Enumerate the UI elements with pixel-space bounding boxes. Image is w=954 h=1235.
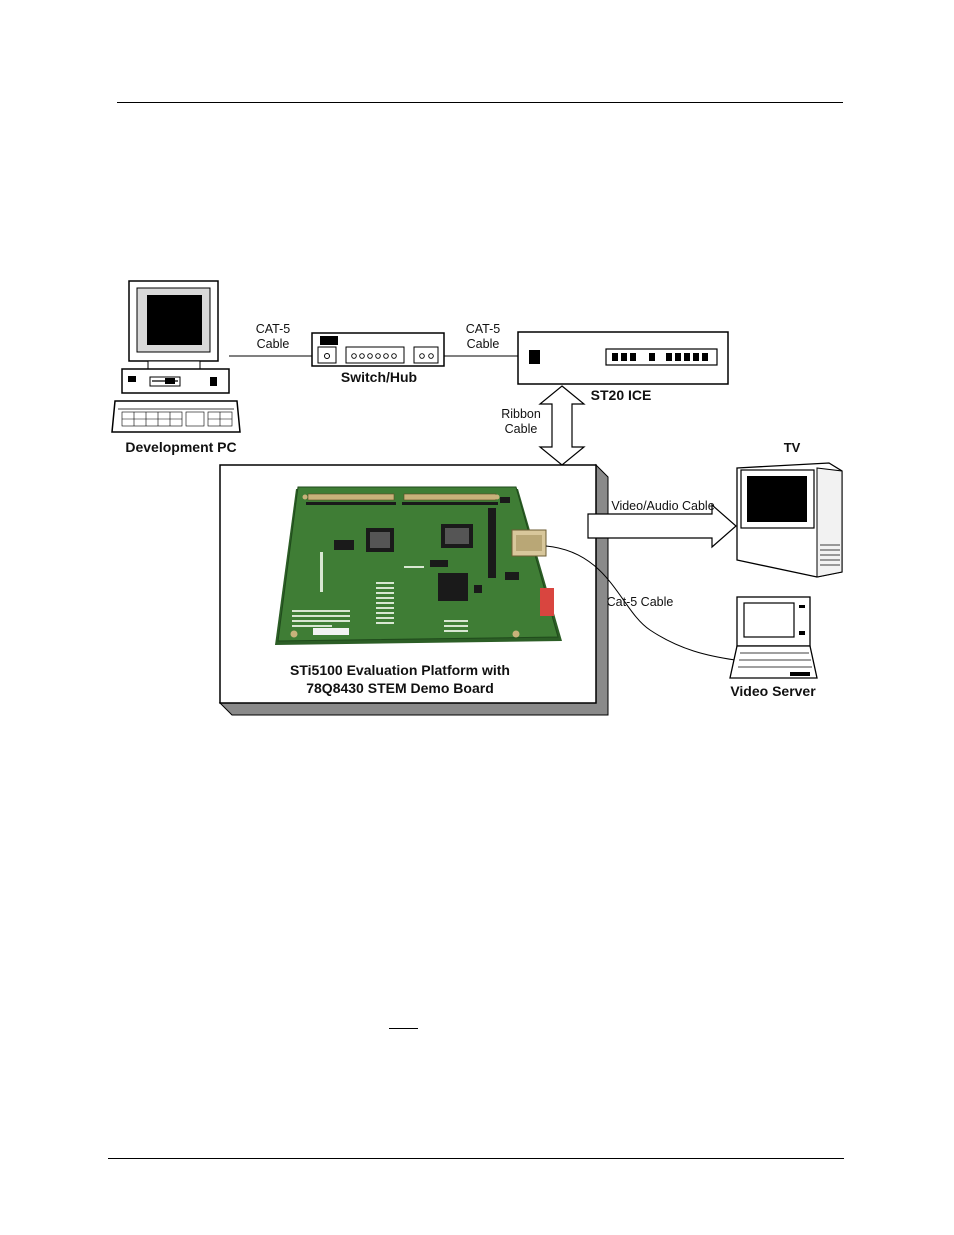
development-pc-label: Development PC <box>125 439 236 455</box>
video-server-laptop-icon <box>730 597 817 678</box>
video-server-label: Video Server <box>730 683 816 699</box>
cat5-cable-label-right-1: CAT-5 <box>466 322 501 336</box>
st20-ice-label: ST20 ICE <box>591 387 652 403</box>
evaluation-platform-title-2: 78Q8430 STEM Demo Board <box>306 680 494 696</box>
ribbon-cable-label-1: Ribbon <box>501 407 541 421</box>
cat5-cable-label-left-2: Cable <box>257 337 290 351</box>
cat5-cable-label-left-1: CAT-5 <box>256 322 291 336</box>
underline-mark <box>389 1028 418 1029</box>
evaluation-platform-title-1: STi5100 Evaluation Platform with <box>290 662 510 678</box>
tv-icon <box>737 463 842 577</box>
cat5-cable-server-label: Cat-5 Cable <box>607 595 674 609</box>
development-pc-icon <box>112 281 240 432</box>
ribbon-cable-arrow <box>540 386 584 465</box>
cat5-cable-label-right-2: Cable <box>467 337 500 351</box>
footer-rule <box>108 1158 844 1159</box>
stem-demo-board-image <box>275 487 562 645</box>
switch-hub-label: Switch/Hub <box>341 369 417 385</box>
video-audio-cable-label: Video/Audio Cable <box>611 499 714 513</box>
switch-hub-icon <box>312 333 444 366</box>
tv-label: TV <box>784 440 801 455</box>
st20-ice-icon <box>518 332 728 384</box>
ribbon-cable-label-2: Cable <box>505 422 538 436</box>
